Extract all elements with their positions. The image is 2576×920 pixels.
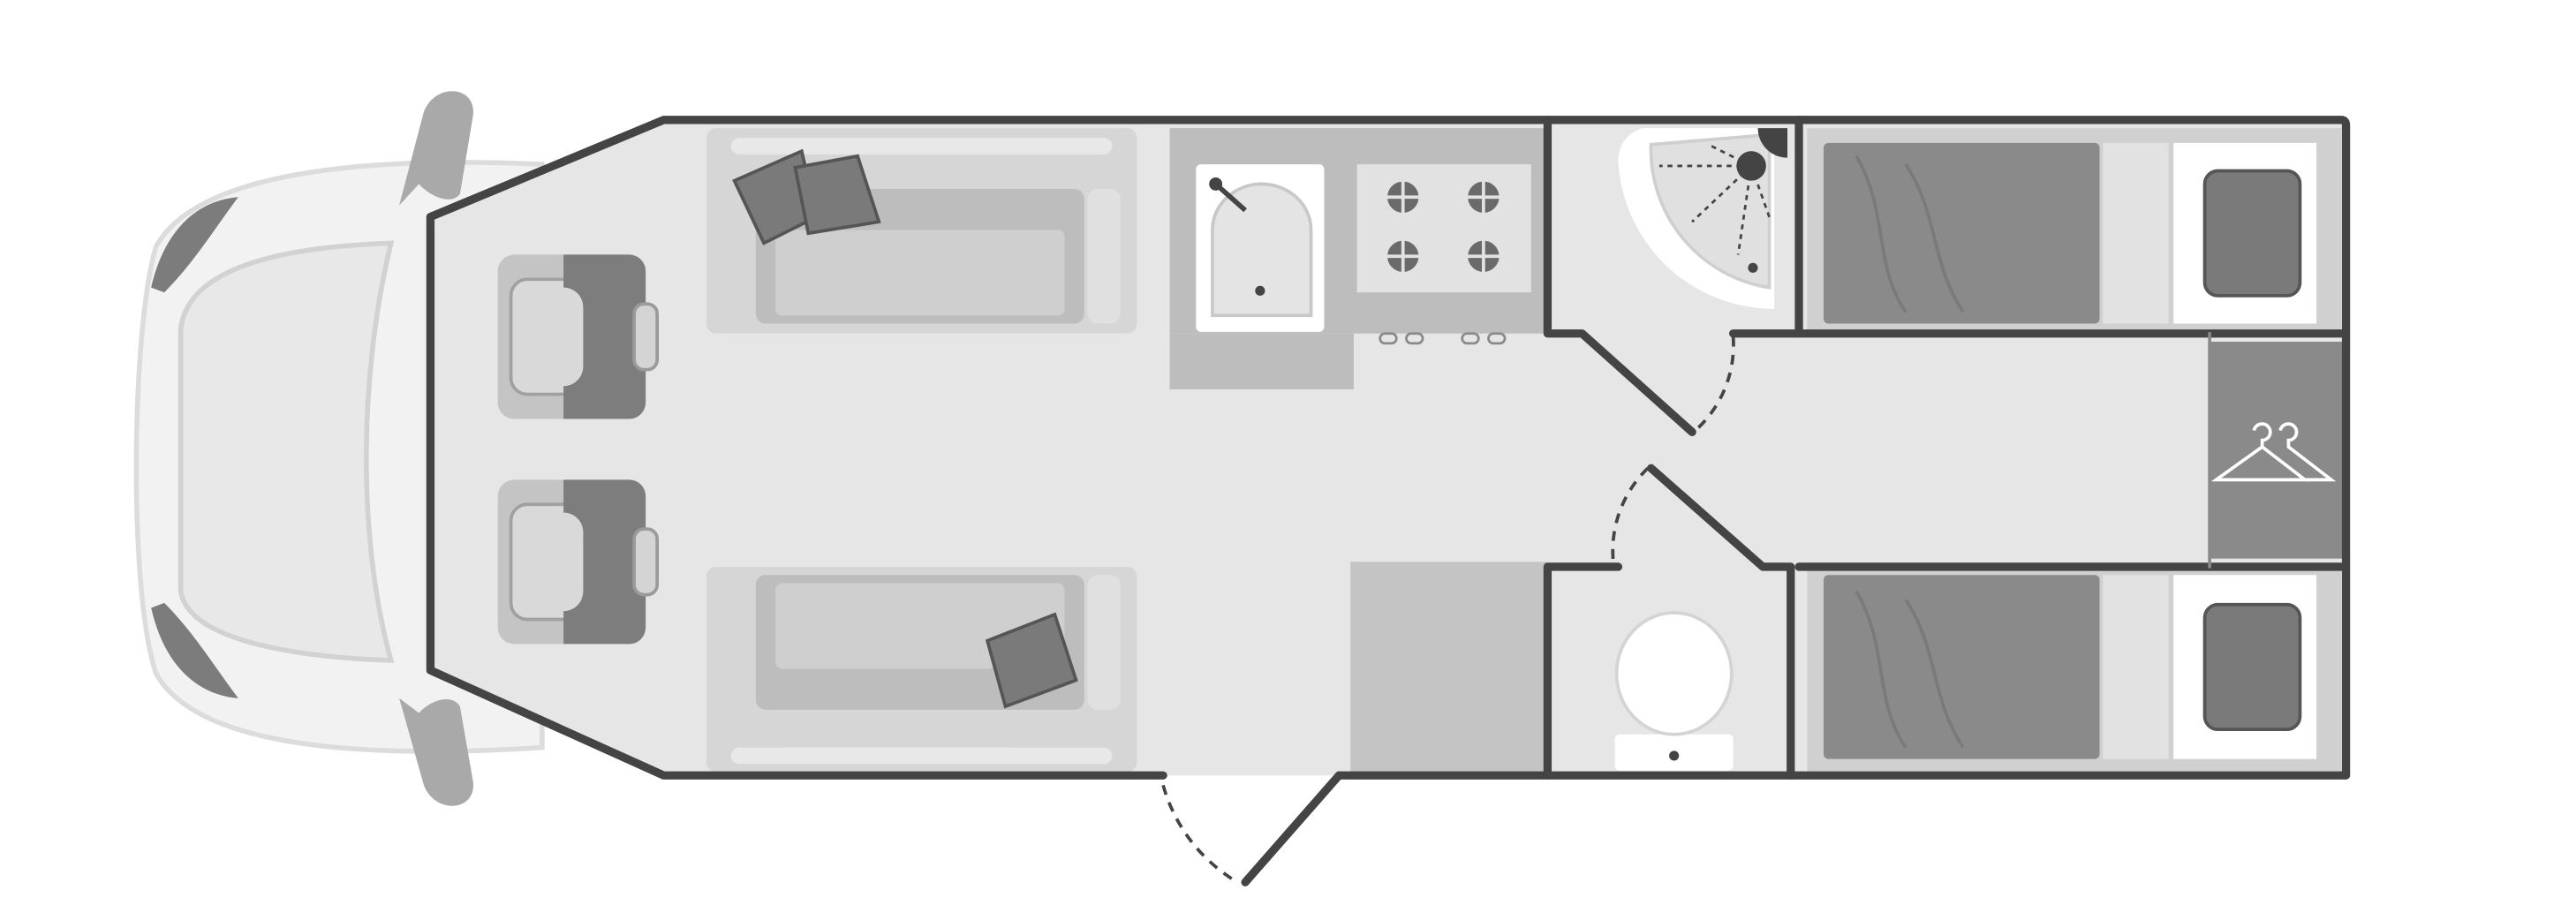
- clothes-hanger-icon: [2210, 422, 2337, 482]
- mirror-icon: [151, 197, 238, 293]
- sink-icon[interactable]: [1196, 164, 1325, 332]
- toilet-icon[interactable]: [1614, 611, 1734, 771]
- cab-seat-passenger[interactable]: [497, 479, 659, 645]
- fridge[interactable]: [1350, 562, 1548, 773]
- mirror-icon: [151, 602, 238, 698]
- sofa-bottom[interactable]: [706, 566, 1137, 773]
- walls: [426, 116, 2351, 780]
- entrance-door[interactable]: [1161, 771, 1343, 886]
- single-bed-bottom[interactable]: [1807, 563, 2341, 773]
- toilet-room-door[interactable]: [1611, 466, 1650, 562]
- cushion-icon: [985, 612, 1078, 709]
- cab-seat-driver[interactable]: [497, 254, 659, 419]
- hob[interactable]: [1356, 164, 1531, 345]
- shower-room-door[interactable]: [1694, 336, 1735, 432]
- pillow-icon: [2202, 602, 2302, 732]
- wardrobe[interactable]: [2210, 342, 2345, 559]
- sofa-top[interactable]: [706, 128, 1137, 334]
- shower[interactable]: [1618, 128, 1788, 309]
- kitchen: [1169, 128, 1548, 389]
- pillow-icon: [2202, 169, 2302, 298]
- side-mirror-top: [399, 91, 473, 206]
- windscreen: [178, 240, 395, 663]
- single-bed-top[interactable]: [1807, 128, 2341, 337]
- side-mirror-bottom: [399, 698, 473, 806]
- cushion-icon: [793, 154, 881, 236]
